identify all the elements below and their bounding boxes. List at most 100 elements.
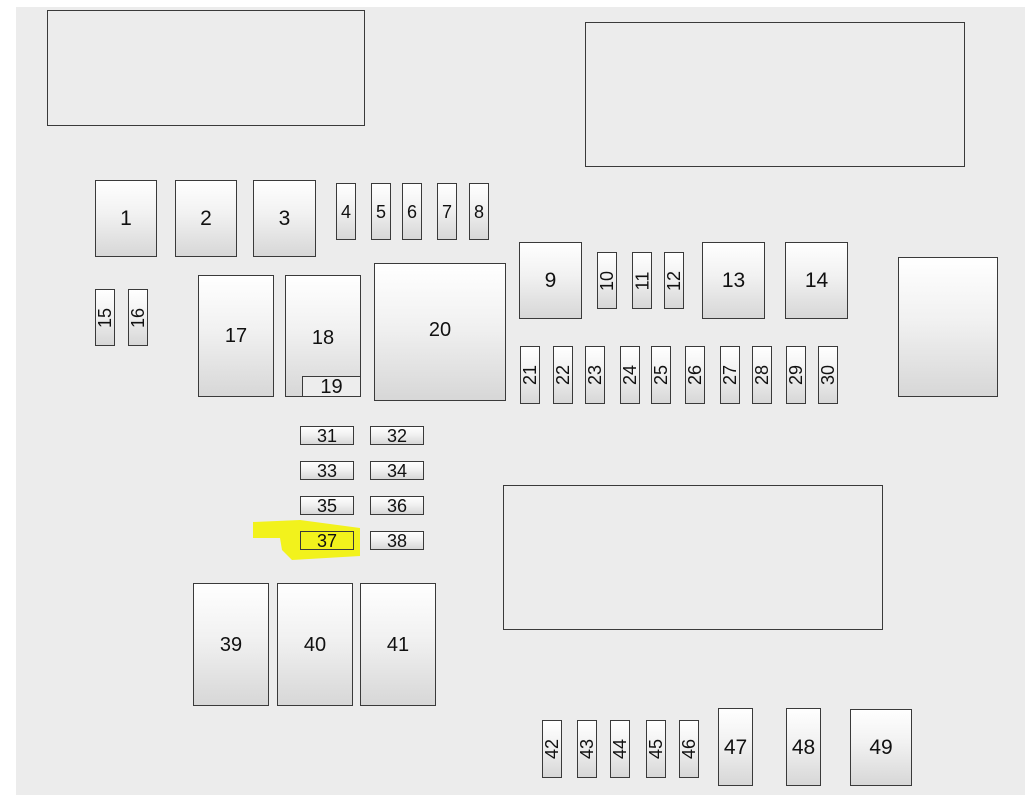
fuse-37-highlighted: 37 bbox=[300, 531, 354, 550]
fuse-22: 22 bbox=[553, 346, 573, 404]
fuse-label: 36 bbox=[386, 495, 408, 516]
fuse-label: 18 bbox=[311, 327, 335, 349]
fuse-label: 39 bbox=[219, 633, 243, 656]
fuse-label: 17 bbox=[224, 325, 248, 347]
fuse-17: 17 bbox=[198, 275, 274, 397]
fuse-label: 49 bbox=[869, 736, 893, 759]
fuse-6: 6 bbox=[402, 183, 422, 240]
blank-block-top-left bbox=[47, 10, 365, 126]
fuse-46: 46 bbox=[679, 720, 699, 778]
fuse-label: 43 bbox=[577, 738, 597, 760]
fuse-label: 48 bbox=[791, 735, 816, 759]
fuse-30: 30 bbox=[818, 346, 838, 404]
fuse-9: 9 bbox=[519, 242, 582, 319]
fuse-label: 16 bbox=[128, 307, 148, 328]
fuse-29: 29 bbox=[786, 346, 806, 404]
fuse-47: 47 bbox=[718, 708, 753, 786]
fuse-label: 19 bbox=[320, 375, 343, 398]
blank-block-top-right bbox=[585, 22, 965, 167]
fuse-21: 21 bbox=[520, 346, 540, 404]
fuse-label: 45 bbox=[646, 738, 666, 760]
fuse-label: 31 bbox=[316, 425, 338, 446]
fuse-label: 37 bbox=[316, 530, 338, 551]
fuse-12: 12 bbox=[664, 252, 684, 309]
fuse-label: 32 bbox=[386, 425, 408, 446]
fuse-1: 1 bbox=[95, 180, 157, 257]
fuse-label: 12 bbox=[664, 270, 684, 291]
fuse-10: 10 bbox=[597, 252, 617, 309]
fuse-label: 24 bbox=[620, 364, 640, 386]
fuse-label: 27 bbox=[720, 364, 740, 386]
fuse-label: 22 bbox=[553, 364, 573, 386]
fuse-35: 35 bbox=[300, 496, 354, 515]
fuse-label: 47 bbox=[723, 735, 748, 759]
fuse-34: 34 bbox=[370, 461, 424, 480]
fuse-5: 5 bbox=[371, 183, 391, 240]
fuse-label: 1 bbox=[120, 207, 132, 230]
fuse-label: 13 bbox=[721, 269, 746, 292]
fuse-15: 15 bbox=[95, 289, 115, 346]
fuse-41: 41 bbox=[360, 583, 436, 706]
fuse-2: 2 bbox=[175, 180, 237, 257]
fuse-11: 11 bbox=[632, 252, 652, 309]
fuse-36: 36 bbox=[370, 496, 424, 515]
fuse-label: 9 bbox=[544, 269, 557, 292]
fuse-19: 19 bbox=[302, 376, 361, 397]
fuse-label: 34 bbox=[386, 460, 408, 481]
fuse-label: 20 bbox=[428, 319, 452, 341]
fuse-label: 46 bbox=[679, 738, 699, 760]
fuse-label: 40 bbox=[303, 633, 327, 656]
fuse-39: 39 bbox=[193, 583, 269, 706]
fuse-label: 44 bbox=[610, 738, 630, 760]
fuse-48: 48 bbox=[786, 708, 821, 786]
fuse-label: 38 bbox=[386, 530, 408, 551]
fuse-label: 8 bbox=[473, 201, 484, 222]
fuse-33: 33 bbox=[300, 461, 354, 480]
fuse-label: 15 bbox=[95, 307, 115, 328]
fuse-label: 42 bbox=[542, 738, 562, 760]
fuse-13: 13 bbox=[702, 242, 765, 319]
fuse-44: 44 bbox=[610, 720, 630, 778]
fuse-label: 28 bbox=[752, 364, 772, 386]
fuse-16: 16 bbox=[128, 289, 148, 346]
fuse-32: 32 bbox=[370, 426, 424, 445]
fuse-label: 7 bbox=[441, 201, 452, 222]
fuse-label: 23 bbox=[585, 364, 605, 386]
fuse-27: 27 bbox=[720, 346, 740, 404]
fuse-label: 26 bbox=[685, 364, 705, 386]
fuse-label: 10 bbox=[597, 270, 617, 291]
blank-relay-right bbox=[898, 257, 998, 397]
fuse-label: 33 bbox=[316, 460, 338, 481]
fuse-43: 43 bbox=[577, 720, 597, 778]
fuse-42: 42 bbox=[542, 720, 562, 778]
fuse-24: 24 bbox=[620, 346, 640, 404]
fuse-4: 4 bbox=[336, 183, 356, 240]
fuse-label: 4 bbox=[340, 201, 351, 222]
fuse-label: 29 bbox=[786, 364, 806, 386]
fuse-label: 14 bbox=[804, 269, 829, 292]
fuse-label: 6 bbox=[406, 201, 417, 222]
fuse-label: 25 bbox=[651, 364, 671, 386]
fuse-49: 49 bbox=[850, 709, 912, 786]
fuse-label: 2 bbox=[200, 207, 212, 230]
fuse-7: 7 bbox=[437, 183, 457, 240]
fuse-23: 23 bbox=[585, 346, 605, 404]
fuse-label: 11 bbox=[632, 271, 652, 290]
fuse-label: 30 bbox=[818, 364, 838, 386]
fuse-26: 26 bbox=[685, 346, 705, 404]
fuse-45: 45 bbox=[646, 720, 666, 778]
fuse-25: 25 bbox=[651, 346, 671, 404]
fuse-31: 31 bbox=[300, 426, 354, 445]
fuse-label: 35 bbox=[316, 495, 338, 516]
fuse-3: 3 bbox=[253, 180, 316, 257]
fuse-label: 21 bbox=[520, 364, 540, 386]
fuse-20: 20 bbox=[374, 263, 506, 401]
fuse-14: 14 bbox=[785, 242, 848, 319]
fuse-40: 40 bbox=[277, 583, 353, 706]
fuse-label: 3 bbox=[278, 207, 291, 230]
fuse-28: 28 bbox=[752, 346, 772, 404]
blank-block-center-right bbox=[503, 485, 883, 630]
fuse-label: 5 bbox=[375, 201, 386, 222]
fuse-38: 38 bbox=[370, 531, 424, 550]
